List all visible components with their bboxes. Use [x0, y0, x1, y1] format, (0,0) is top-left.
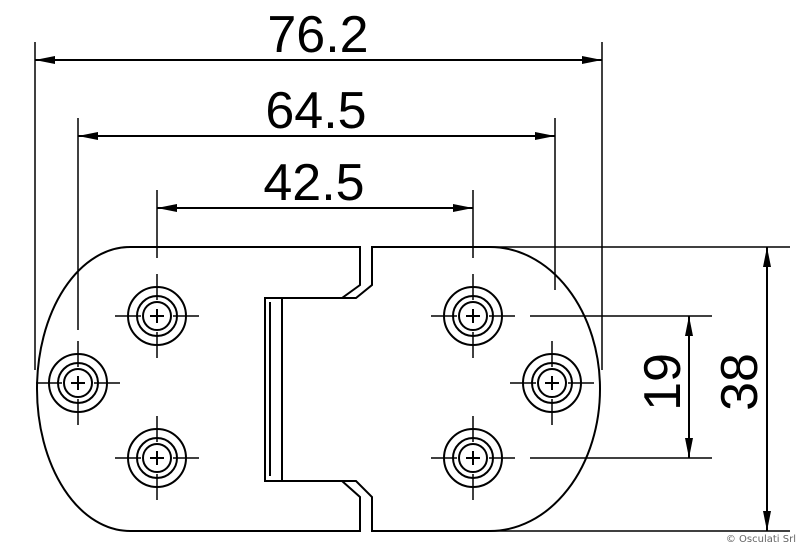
screw-hole-left-top	[114, 273, 200, 359]
screw-hole-right-top	[430, 273, 516, 359]
screw-hole-left-middle	[35, 340, 121, 426]
label-row-spacing: 19	[634, 353, 692, 411]
hinge-outline	[36, 246, 601, 532]
label-inner-spacing: 42.5	[263, 154, 364, 212]
screw-hole-right-bottom	[430, 415, 516, 501]
label-overall-length: 76.2	[267, 6, 368, 64]
screw-hole-right-middle	[509, 340, 595, 426]
label-overall-width: 38	[711, 353, 769, 411]
screw-holes	[35, 273, 595, 501]
label-outer-spacing: 64.5	[265, 82, 366, 140]
screw-hole-left-bottom	[114, 415, 200, 501]
copyright-credit: © Osculati Srl	[725, 534, 796, 545]
dimension-lines	[35, 56, 771, 531]
extension-lines	[34, 42, 790, 532]
